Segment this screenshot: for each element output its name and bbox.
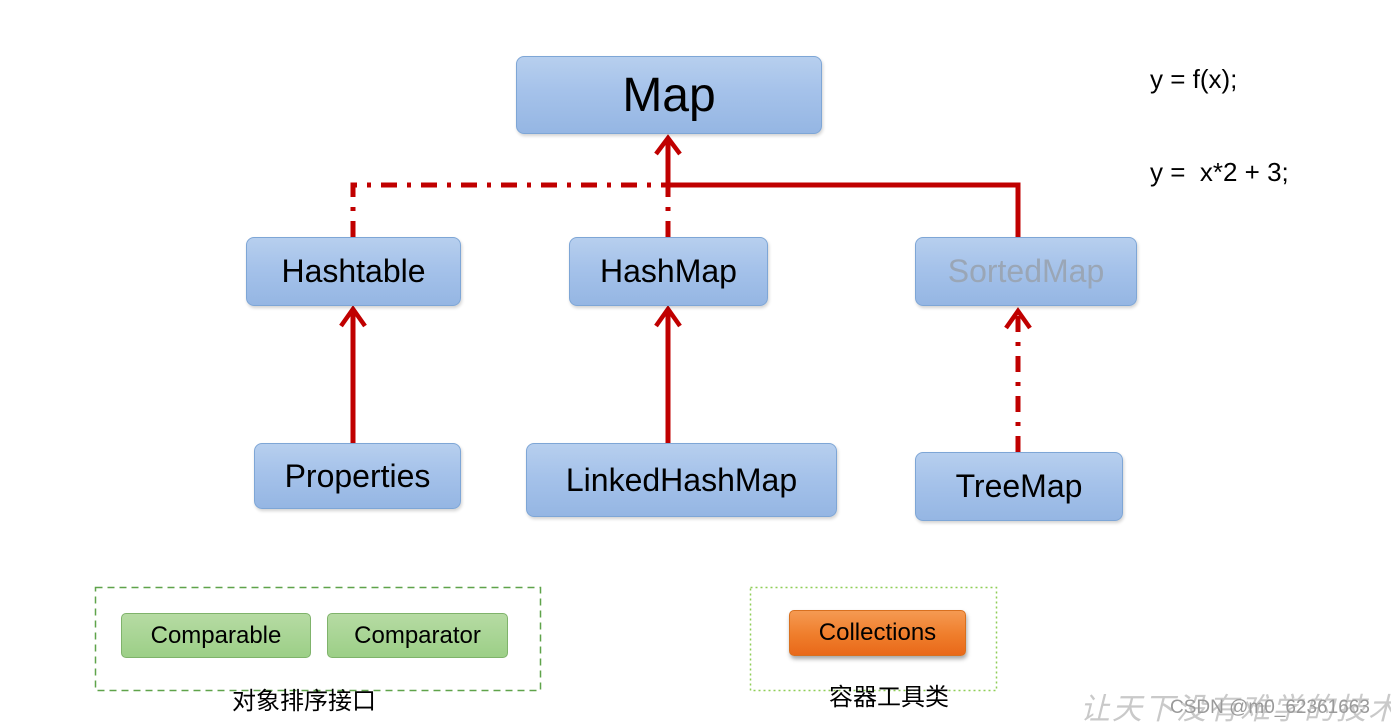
node-hashmap: HashMap <box>569 237 768 306</box>
node-hashtable: Hashtable <box>246 237 461 306</box>
node-map: Map <box>516 56 822 134</box>
node-sortedmap: SortedMap <box>915 237 1137 306</box>
watermark-credit: CSDN @m0_62361663 <box>1170 697 1370 718</box>
container-tools-frame <box>749 586 998 692</box>
node-treemap: TreeMap <box>915 452 1123 521</box>
formula-line-1: y = f(x); <box>1150 64 1238 94</box>
watermark-handwriting: 让天下没有难学的技术 <box>1080 692 1391 727</box>
tag-comparable: Comparable <box>121 613 311 658</box>
formula-text: y = f(x); y = x*2 + 3; <box>1150 2 1289 250</box>
caption-sort-interfaces: 对象排序接口 <box>232 687 376 715</box>
formula-line-2: y = x*2 + 3; <box>1150 157 1289 187</box>
arrowhead-hashtable <box>339 305 367 328</box>
link-hashtable-map <box>350 182 668 237</box>
sort-interfaces-frame <box>94 586 542 692</box>
arrowhead-sortedmap <box>1004 307 1032 330</box>
tag-collections: Collections <box>789 610 966 656</box>
node-properties: Properties <box>254 443 461 509</box>
tag-comparator: Comparator <box>327 613 508 658</box>
arrowhead-map <box>654 134 682 156</box>
link-sortedmap-map <box>665 140 1021 237</box>
node-linkedhashmap: LinkedHashMap <box>526 443 837 517</box>
caption-container-tools: 容器工具类 <box>829 683 949 711</box>
arrowhead-hashmap <box>654 305 682 328</box>
